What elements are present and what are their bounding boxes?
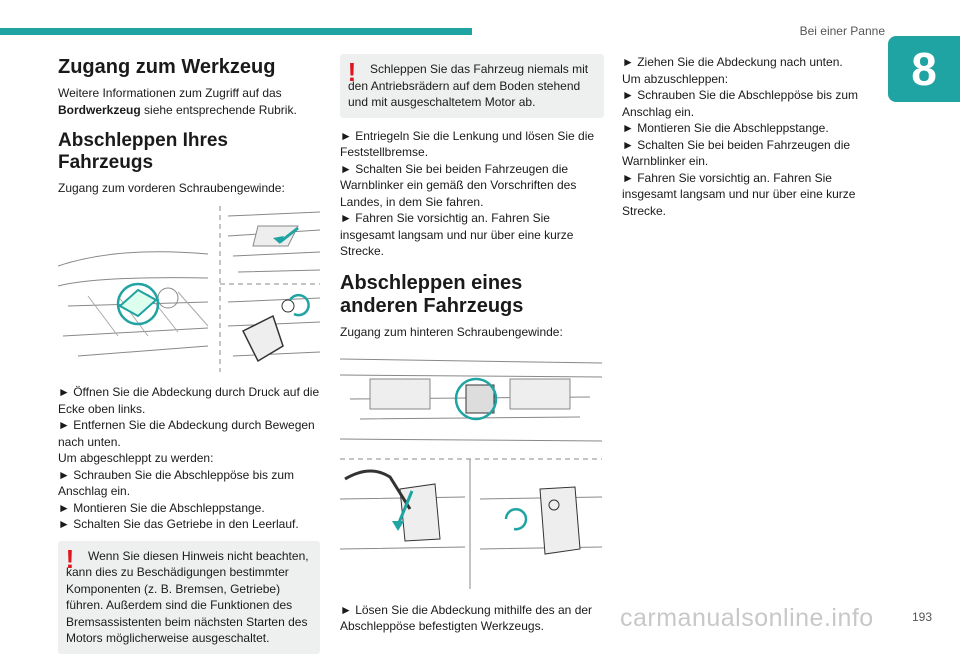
step-3: ► Montieren Sie die Abschleppstange.: [622, 121, 829, 135]
subheading-tow: Um abgeschleppt zu werden:: [58, 451, 214, 465]
step-1: ► Ziehen Sie die Abdeckung nach unten.: [622, 55, 843, 69]
step-5: ► Schalten Sie das Getriebe in den Leerl…: [58, 517, 299, 531]
column-middle: ! Schleppen Sie das Fahrzeug niemals mit…: [339, 54, 604, 635]
warning-box: ! Wenn Sie diesen Hinweis nicht beachten…: [58, 540, 320, 654]
chapter-badge: 8: [888, 36, 960, 102]
warning-text: Schleppen Sie das Fahrzeug niemals mit d…: [348, 62, 589, 109]
step-3: ► Fahren Sie vorsichtig an. Fahren Sie i…: [340, 211, 574, 258]
header-accent-bar: [0, 28, 472, 35]
heading-tow-other: Abschleppen eines anderen Fahrzeugs: [340, 271, 524, 317]
step-3: ► Schrauben Sie die Abschleppöse bis zum…: [58, 467, 295, 499]
heading-tow-own: Abschleppen Ihres Fahrzeugs: [58, 130, 228, 173]
step-release: ► Lösen Sie die Abdeckung mithilfe des a…: [340, 602, 593, 634]
rear-towing-illustration: [339, 349, 603, 589]
step-4: ► Schalten Sie bei beiden Fahrzeugen die…: [622, 137, 851, 169]
warning-text: Wenn Sie diesen Hinweis nicht beachten, …: [66, 548, 309, 646]
heading-tool-access: Zugang zum Werkzeug: [58, 56, 276, 78]
text-bold-tool: Bordwerkzeug: [58, 102, 141, 117]
step-5: ► Fahren Sie vorsichtig an. Fahren Sie i…: [622, 170, 856, 218]
step-4: ► Montieren Sie die Abschleppstange.: [58, 500, 265, 515]
front-towing-illustration: [57, 205, 321, 372]
paragraph-front-thread: Zugang zum vorderen Schraubengewinde:: [58, 181, 285, 195]
section-title: Bei einer Panne: [799, 24, 885, 38]
subheading-tow: Um abzuschleppen:: [622, 71, 729, 86]
warning-box: ! Schleppen Sie das Fahrzeug niemals mit…: [340, 54, 604, 118]
column-left: Zugang zum Werkzeug Weitere Informatione…: [57, 52, 321, 662]
text-segment: Weitere Informationen zum Zugriff auf da…: [58, 86, 282, 100]
watermark: carmanualsonline.info: [620, 604, 874, 632]
step-2: ► Schrauben Sie die Abschleppöse bis zum…: [622, 88, 859, 119]
paragraph-rear-thread: Zugang zum hinteren Schraubengewinde:: [340, 324, 563, 339]
text-segment: siehe entsprechende Rubrik.: [140, 102, 297, 117]
page-number: 193: [911, 610, 932, 624]
step-2: ► Entfernen Sie die Abdeckung durch Bewe…: [58, 418, 315, 449]
step-1: ► Entriegeln Sie die Lenkung und lösen S…: [340, 128, 595, 160]
step-2: ► Schalten Sie bei beiden Fahrzeugen die…: [340, 161, 577, 209]
column-right: ► Ziehen Sie die Abdeckung nach unten. U…: [622, 54, 882, 219]
paragraph-tool-info: Weitere Informationen zum Zugriff auf da…: [58, 85, 320, 118]
step-1: ► Öffnen Sie die Abdeckung durch Druck a…: [58, 385, 320, 416]
exclamation-mark-icon: !: [65, 543, 75, 574]
exclamation-mark-icon: !: [347, 57, 357, 87]
